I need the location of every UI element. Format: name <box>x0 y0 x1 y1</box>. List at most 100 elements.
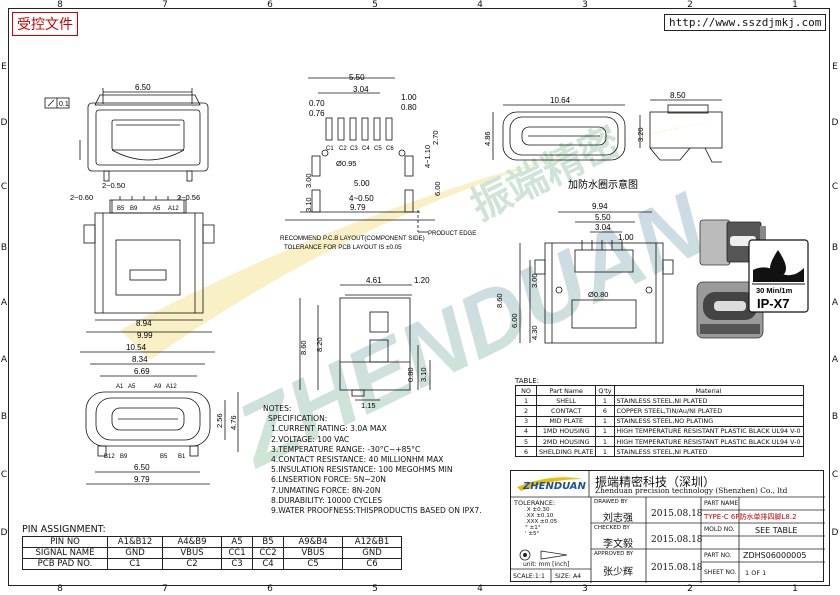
top-dim-6-00: 6.00 <box>510 313 519 328</box>
drawing-frame <box>8 8 830 586</box>
table-cell: VBUS <box>283 547 343 559</box>
unit-label: unit: mm [inch] <box>523 561 570 568</box>
table-header-cell: Part Name <box>535 384 597 397</box>
pin-view <box>83 196 215 333</box>
pcb-pad-c1: C1 <box>326 146 334 152</box>
side-dim-1-15: 1.15 <box>361 401 376 410</box>
zone-row-right-a2: A <box>831 355 839 365</box>
dim-2x0-60: 2~0.60 <box>70 193 93 202</box>
pcb-dim-5-50: 5.50 <box>349 73 365 82</box>
table-cell: C3 <box>221 558 253 570</box>
pcb-tolerance-note: TOLERANCE FOR PCB LAYOUT IS ±0.05 <box>284 244 402 251</box>
table-cell: 1 <box>595 446 615 458</box>
table-cell: A5 <box>221 536 253 548</box>
pcb-dim-0-80: 0.80 <box>401 103 417 112</box>
table-cell: B5 <box>252 536 284 548</box>
pcb-layout-view <box>285 77 435 233</box>
dim-2-56: 2.56 <box>215 413 224 428</box>
table-cell: HIGH TEMPERATURE RESISTANT PLASTIC BLACK… <box>613 435 804 448</box>
scale-label: SCALE:1:1 <box>513 573 545 580</box>
zone-col-bottom-7: 7 <box>162 584 168 594</box>
pin-label-a12: A12 <box>168 206 179 212</box>
front-view <box>79 88 209 182</box>
material-table-title: TABLE: <box>515 377 540 385</box>
title-block-grid <box>511 471 825 583</box>
zone-row-left-b: B <box>0 243 8 253</box>
part-name-label: PART NAME <box>704 500 739 507</box>
table-header-cell: Material <box>613 384 804 397</box>
note-item: 1.CURRENT RATING: 3.0A MAX <box>271 424 387 434</box>
dim-8-94: 8.94 <box>136 319 152 328</box>
table-cell: COPPER STEEL,TIN/Au/NI PLATED <box>613 405 804 417</box>
approved-by-name: 张少辉 <box>603 567 633 578</box>
zone-col-top-2: 2 <box>687 0 693 10</box>
table-cell: 3 <box>515 415 537 427</box>
zone-row-left-d: D <box>0 118 8 128</box>
product-edge-label: PRODUCT EDGE <box>428 231 476 237</box>
drawn-by-label: DRAWED BY <box>594 499 628 505</box>
pin-assignment-table: PIN NO A1&B12 A4&B9 A5 B5 A9&B4 A12&B1 S… <box>22 536 402 570</box>
table-row: 1 SHELL 1 STAINLESS STEEL,NI PLATED <box>515 395 804 407</box>
zone-row-left-a: A <box>0 298 8 308</box>
drawn-by-name: 刘志强 <box>603 513 633 524</box>
table-cell: 5 <box>515 435 537 448</box>
sheet-no-label: SHEET NO. <box>704 569 737 576</box>
table-cell: 1 <box>515 395 537 407</box>
table-row: 2 CONTACT 6 COPPER STEEL,TIN/Au/NI PLATE… <box>515 405 804 417</box>
pin-label-a12-b: A12 <box>166 384 177 390</box>
table-cell: A9&B4 <box>283 536 343 548</box>
pcb-layout-note: RECOMMEND P.C.B LAYOUT(COMPONENT SIDE) <box>280 235 425 242</box>
zone-row-left-e: E <box>1 62 7 72</box>
waterproof-caption: 加防水圈示意图 <box>568 178 638 191</box>
material-table: NO Part Name Q'ty Material 1 SHELL 1 STA… <box>515 384 804 458</box>
notes-subtitle: SPECIFICATION: <box>268 414 328 424</box>
pcb-pad-c6: C6 <box>386 146 394 152</box>
table-cell: A12&B1 <box>342 536 402 548</box>
pcb-pad-c4: C4 <box>362 146 370 152</box>
wp-dim-4-86: 4.86 <box>483 131 492 146</box>
title-logo-text: ZHENDUAN <box>523 481 586 492</box>
table-cell: C4 <box>252 558 284 570</box>
title-block: ZHENDUAN 振端精密科技（深圳） Zhenduan precision t… <box>510 470 825 583</box>
pcb-dim-3-10: 3.10 <box>304 197 313 212</box>
drawn-date: 2015.08.18 <box>651 509 703 519</box>
tolerance-x: .X ±0.30 <box>525 507 550 513</box>
dim-6-69: 6.69 <box>134 367 150 376</box>
top-dim-1-00: 1.00 <box>618 233 634 242</box>
water-drop-icon <box>770 250 786 276</box>
zone-col-top-7: 7 <box>162 0 168 10</box>
side-view <box>299 284 431 401</box>
top-dim-4-30: 4.30 <box>530 325 539 340</box>
zone-col-top-3: 3 <box>582 0 588 10</box>
approved-date: 2015.08.18 <box>651 563 703 573</box>
zone-row-right-d2: D <box>831 528 839 538</box>
zone-col-top-5: 5 <box>372 0 378 10</box>
pcb-pad-c5: C5 <box>374 146 382 152</box>
table-cell: C5 <box>283 558 343 570</box>
table-cell: SIGNAL NAME <box>22 547 108 559</box>
note-item: 8.DURABILITY: 10000 CYCLES <box>271 495 383 505</box>
table-row: 6 SHELDING PLATE 1 STAINLESS STEEL,NI PL… <box>515 446 804 458</box>
table-cell: 6 <box>515 446 537 458</box>
checked-date: 2015.08.18 <box>651 535 703 545</box>
dim-2x0-50: 2~0.50 <box>102 181 125 190</box>
zone-col-bottom-6: 6 <box>267 584 273 594</box>
zone-col-bottom-5: 5 <box>372 584 378 594</box>
part-name-value: TYPE-C 6P防水单排四脚L8.2 <box>704 513 797 521</box>
website-url[interactable]: http://www.sszdjmkj.com <box>664 14 827 31</box>
dim-2x0-56: 2~0.56 <box>177 193 200 202</box>
zone-row-right-b: B <box>831 243 839 253</box>
pcb-dim-6-00: 6.00 <box>433 181 442 196</box>
side-dim-1-20: 1.20 <box>414 276 430 285</box>
zone-col-bottom-2: 2 <box>687 584 693 594</box>
pcb-dim-1-00: 1.00 <box>401 93 417 102</box>
pin-label-b9-b: B9 <box>120 454 128 460</box>
controlled-document-stamp: 受控文件 <box>12 12 78 36</box>
dim-6-50-front: 6.50 <box>135 83 151 92</box>
approved-by-label: APPROVED BY <box>594 551 634 557</box>
table-cell: C1 <box>107 558 163 570</box>
table-row: 4 1MD HOUSING 1 HIGH TEMPERATURE RESISTA… <box>515 425 804 437</box>
wp-dim-3-20: 3.20 <box>636 127 645 142</box>
pin-label-b5: B5 <box>117 206 125 212</box>
zone-row-left-b2: B <box>0 412 8 422</box>
